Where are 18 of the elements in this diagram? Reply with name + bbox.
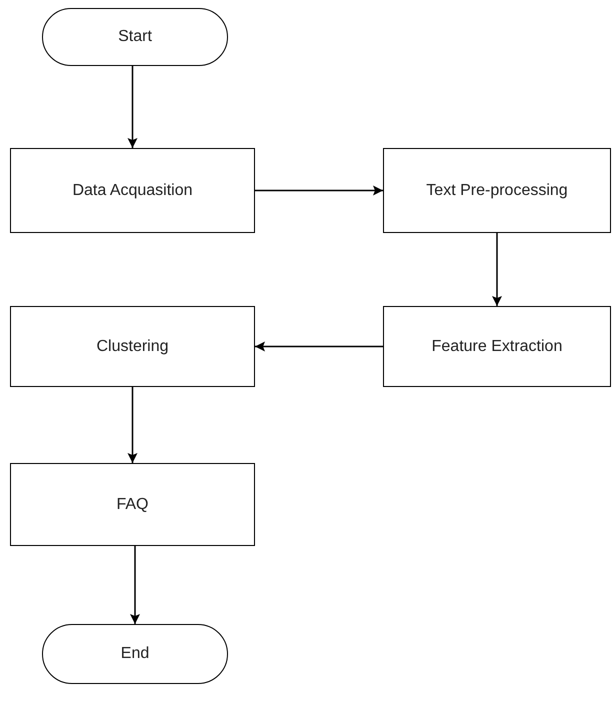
arrow bbox=[255, 186, 383, 196]
arrow bbox=[130, 546, 140, 624]
process-box bbox=[383, 148, 611, 233]
process-box bbox=[383, 306, 611, 387]
arrow bbox=[255, 342, 383, 352]
arrow bbox=[128, 387, 138, 463]
node-label: End bbox=[120, 644, 150, 664]
arrow bbox=[492, 233, 502, 306]
node-label: Feature Extraction bbox=[432, 336, 562, 356]
arrow bbox=[128, 66, 138, 148]
process-box bbox=[10, 463, 255, 546]
node-label: Text Pre-processing bbox=[426, 180, 568, 200]
node-label: Data Acquasition bbox=[72, 180, 193, 200]
node-label: Start bbox=[118, 27, 152, 47]
node-label: Clustering bbox=[96, 336, 169, 356]
process-box bbox=[10, 306, 255, 387]
process-box bbox=[10, 148, 255, 233]
node-label: FAQ bbox=[116, 494, 148, 514]
